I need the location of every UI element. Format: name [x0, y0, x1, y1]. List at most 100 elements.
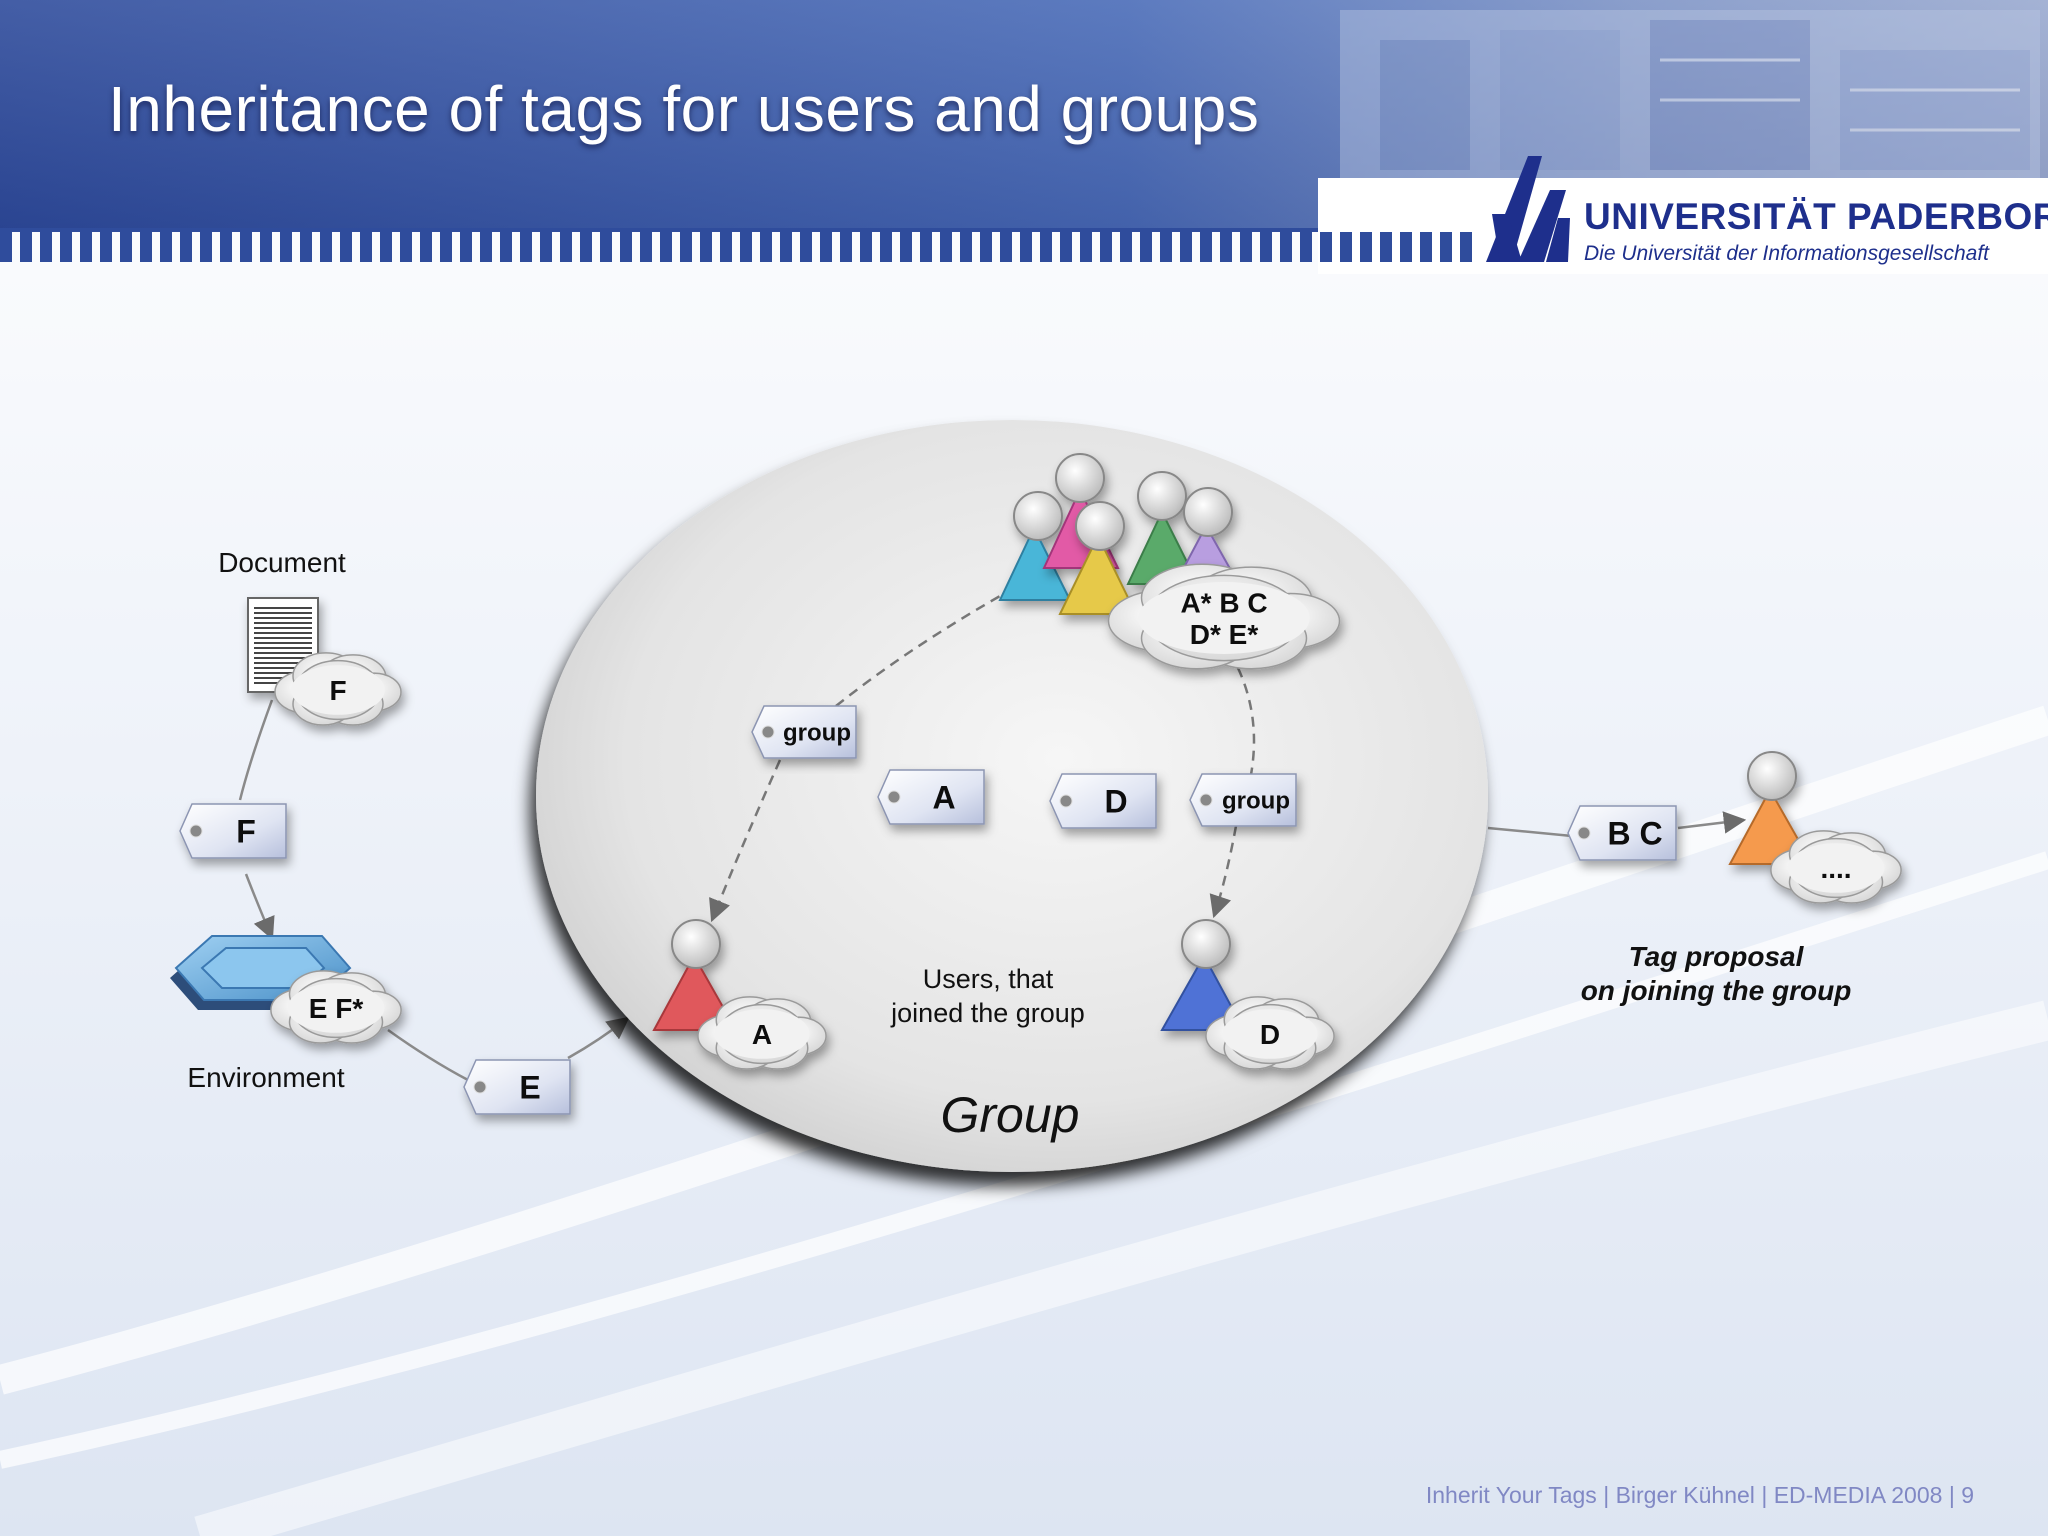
- group-ellipse: [536, 420, 1488, 1172]
- tag-e-text: E: [519, 1070, 540, 1106]
- new-user-cloud: ....: [1770, 830, 1902, 904]
- header-tick: [140, 232, 152, 262]
- footer-page: 9: [1961, 1482, 1974, 1508]
- header-tick: [1380, 232, 1392, 262]
- header-tick: [40, 232, 52, 262]
- user-a-cloud: A: [697, 996, 827, 1070]
- header-tick: [580, 232, 592, 262]
- user-d-cloud: D: [1205, 996, 1335, 1070]
- header-tick: [780, 232, 792, 262]
- header-tick: [1240, 232, 1252, 262]
- header-tick: [1360, 232, 1372, 262]
- tag-group-right: group: [1189, 773, 1297, 827]
- header-tick: [420, 232, 432, 262]
- document-cloud: F: [274, 652, 402, 726]
- footer-sep-2: |: [1761, 1482, 1768, 1508]
- tag-d: D: [1049, 773, 1157, 829]
- user-d-cloud-text: D: [1260, 1019, 1280, 1050]
- tag-group-left: group: [751, 705, 857, 759]
- header-tick: [760, 232, 772, 262]
- users-caption-line1: Users, that: [923, 964, 1054, 994]
- tag-f-text: F: [236, 814, 256, 850]
- university-name: UNIVERSITÄT PADERBORN: [1584, 196, 2048, 237]
- header-tick: [1200, 232, 1212, 262]
- header-tick: [820, 232, 832, 262]
- header-tick: [1320, 232, 1332, 262]
- header-tick: [1400, 232, 1412, 262]
- group-cloud-text: D* E*: [1190, 619, 1259, 650]
- tag-e: E: [463, 1059, 571, 1115]
- header-tick: [320, 232, 332, 262]
- proposal-line1: Tag proposal: [1629, 941, 1805, 972]
- proposal-line2: on joining the group: [1581, 975, 1852, 1006]
- header-tick: [180, 232, 192, 262]
- header-tick: [1100, 232, 1112, 262]
- header-tick: [160, 232, 172, 262]
- header-tick: [520, 232, 532, 262]
- header-tick: [340, 232, 352, 262]
- header-tick: [560, 232, 572, 262]
- header-tick: [1220, 232, 1232, 262]
- header-tick: [1040, 232, 1052, 262]
- header-tick: [440, 232, 452, 262]
- campus-photo: [1340, 10, 2040, 178]
- header-band: [0, 0, 2048, 274]
- logo-background: [1318, 178, 2048, 274]
- user-a-cloud-text: A: [752, 1019, 772, 1050]
- tag-d-text: D: [1104, 784, 1127, 820]
- header-tick: [900, 232, 912, 262]
- header-tick: [1420, 232, 1432, 262]
- header-tick: [920, 232, 932, 262]
- header-tick: [860, 232, 872, 262]
- header-tick: [360, 232, 372, 262]
- header-tick: [540, 232, 552, 262]
- header-tick: [500, 232, 512, 262]
- user-icon-cyan: [998, 491, 1072, 601]
- users-caption-line2: joined the group: [890, 998, 1085, 1028]
- tag-a: A: [877, 769, 985, 825]
- user-icon-yellow: [1058, 501, 1138, 615]
- user-icon-blue: [1160, 919, 1246, 1031]
- header-rule: [0, 228, 1318, 232]
- header-tick: [600, 232, 612, 262]
- header-tick: [1140, 232, 1152, 262]
- header-tick: [880, 232, 892, 262]
- header-tick: [1300, 232, 1312, 262]
- footer-sep-1: |: [1603, 1482, 1610, 1508]
- header-tick: [240, 232, 252, 262]
- new-user-cloud-text: ....: [1820, 853, 1851, 884]
- header-tick: [660, 232, 672, 262]
- header-tick-strip: [0, 228, 1472, 262]
- document-label: Document: [218, 547, 346, 578]
- header-tick: [60, 232, 72, 262]
- header-tick: [1080, 232, 1092, 262]
- group-cloud: A* B CD* E*: [1107, 563, 1341, 670]
- header-tick: [0, 232, 12, 262]
- header-tick: [120, 232, 132, 262]
- header-tick: [1340, 232, 1352, 262]
- dashed-inheritance-lines: [709, 594, 1256, 923]
- tag-bc-text: B C: [1607, 816, 1662, 852]
- header-tick: [80, 232, 92, 262]
- header-tick: [260, 232, 272, 262]
- header-tick: [700, 232, 712, 262]
- header-tick: [1440, 232, 1452, 262]
- header-tick: [1000, 232, 1012, 262]
- slide-title: Inheritance of tags for users and groups: [108, 73, 1260, 145]
- header-tick: [640, 232, 652, 262]
- footer-sep-3: |: [1948, 1482, 1955, 1508]
- header-tick: [1120, 232, 1132, 262]
- header-tick: [940, 232, 952, 262]
- header-tick: [300, 232, 312, 262]
- header-tick: [200, 232, 212, 262]
- university-logo-mark: [1486, 156, 1570, 262]
- tag-bc: B C: [1567, 805, 1677, 861]
- header-tick: [840, 232, 852, 262]
- header-tick: [1460, 232, 1472, 262]
- tag-a-text: A: [932, 780, 955, 816]
- tag-f: F: [179, 803, 287, 859]
- header-tick: [1020, 232, 1032, 262]
- header-tick: [1060, 232, 1072, 262]
